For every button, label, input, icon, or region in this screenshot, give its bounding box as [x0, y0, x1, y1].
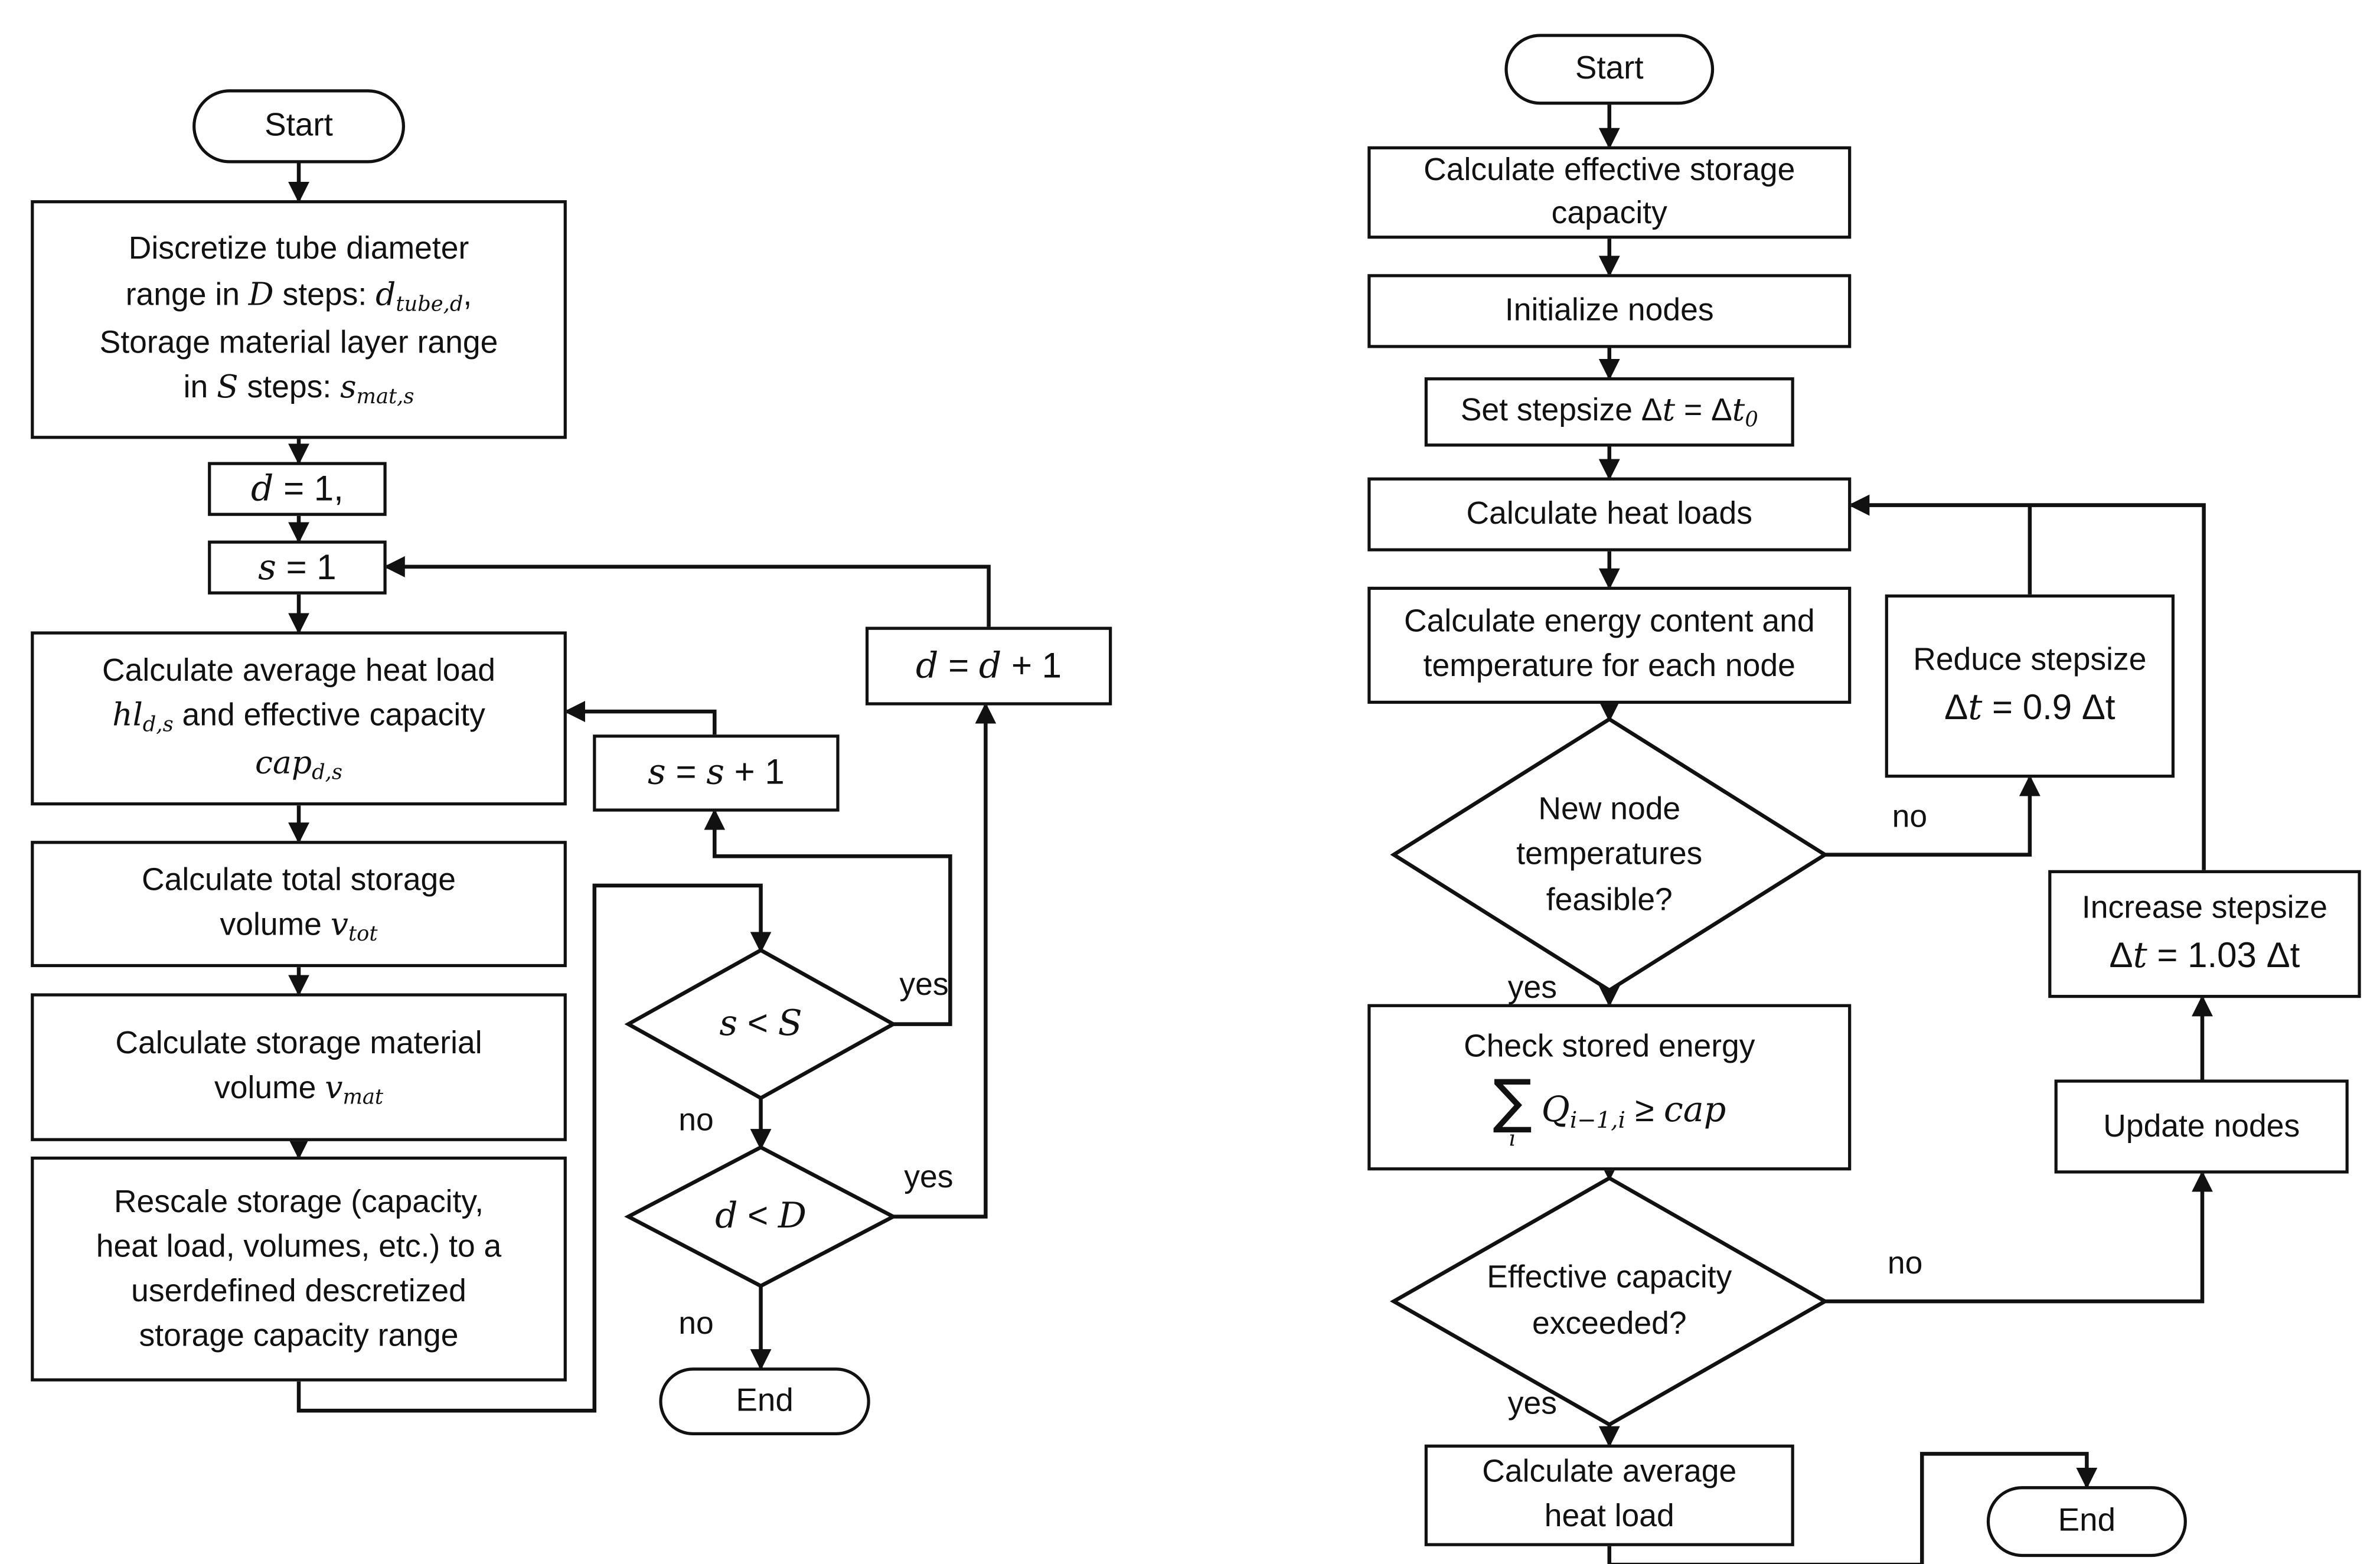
left-d-plus-box: d = d + 1: [865, 626, 1112, 706]
box-line: Calculate average heat load: [102, 652, 495, 688]
right-check-energy-box: Check stored energy ∑ i Qi−1,i ≥ cap: [1367, 1004, 1852, 1171]
box-line: hld,s and effective capacity: [112, 696, 485, 738]
box-line: range in D steps: dtube,d,: [125, 275, 472, 316]
left-discretize-box: Discretize tube diameter range in D step…: [31, 200, 567, 439]
sigma-glyph: ∑: [1493, 1066, 1533, 1135]
box-line: Δt = 1.03 Δt: [2109, 935, 2300, 977]
edge-rescale-to-decs: [296, 883, 772, 1413]
right-start-terminal: Start: [1504, 34, 1715, 105]
edge-splus-to-calcavg: [564, 701, 717, 735]
box-line: volume vtot: [220, 905, 378, 947]
box-line: s = s + 1: [647, 752, 785, 794]
box-line: Calculate storage material: [115, 1026, 482, 1062]
box-line: Initialize nodes: [1504, 293, 1714, 329]
edge-label-feasible-no: no: [1892, 799, 1928, 835]
box-line: volume vmat: [214, 1069, 384, 1111]
box-line: Calculate total storage: [141, 862, 456, 898]
left-calc-avg-box: Calculate average heat load hld,s and ef…: [31, 631, 567, 806]
formula-rest: Qi−1,i ≥ cap: [1541, 1090, 1726, 1134]
box-line: temperature for each node: [1423, 648, 1795, 684]
edge-feasible-no-to-reduce: [1824, 775, 2041, 857]
box-line: Increase stepsize: [2081, 890, 2327, 926]
box-line: Calculate average: [1482, 1454, 1737, 1490]
box-line: heat load, volumes, etc.) to a: [96, 1229, 502, 1265]
right-stepsize-box: Set stepsize Δt = Δt0: [1424, 377, 1794, 447]
box-line: d = 1,: [250, 468, 344, 510]
left-d-init-box: d = 1,: [208, 462, 387, 516]
edge-decd-yes-to-dplus: [893, 702, 997, 1219]
left-start-terminal: Start: [192, 89, 406, 164]
right-end-label: End: [2058, 1503, 2116, 1539]
decision-exceeded-shape: [1390, 1176, 1829, 1427]
box-line: Calculate effective storage: [1424, 153, 1795, 189]
edge-label-feasible-yes: yes: [1507, 970, 1557, 1006]
decision-d-less-D-shape: [624, 1145, 897, 1288]
box-line: Calculate heat loads: [1466, 497, 1753, 533]
box-line: heat load: [1544, 1498, 1674, 1534]
edge-label-s-yes: yes: [899, 967, 949, 1003]
right-reduce-stepsize-box: Reduce stepsize Δt = 0.9 Δt: [1885, 594, 2175, 778]
box-line: Reduce stepsize: [1913, 642, 2147, 678]
box-line: d = d + 1: [916, 645, 1062, 687]
box-line: Storage material layer range: [99, 324, 498, 360]
edge-decs-yes-to-splus: [704, 808, 952, 1026]
right-capacity-box: Calculate effective storage capacity: [1367, 146, 1852, 239]
box-line: Set stepsize Δt = Δt0: [1460, 391, 1758, 433]
right-end-terminal: End: [1986, 1486, 2187, 1558]
summation-symbol: ∑ i: [1493, 1066, 1533, 1152]
left-calc-total-box: Calculate total storage volume vtot: [31, 841, 567, 968]
box-line: Update nodes: [2103, 1108, 2300, 1144]
box-line: Δt = 0.9 Δt: [1944, 687, 2115, 729]
sigma-index: i: [1509, 1127, 1516, 1152]
box-line: userdefined descretized: [131, 1274, 466, 1310]
left-end-terminal: End: [659, 1367, 870, 1436]
box-line: Discretize tube diameter: [128, 231, 469, 267]
right-start-label: Start: [1575, 51, 1644, 87]
box-line: s = 1: [258, 546, 337, 588]
edge-label-s-no: no: [678, 1102, 714, 1138]
box-line: storage capacity range: [139, 1318, 459, 1354]
right-initialize-box: Initialize nodes: [1367, 274, 1852, 348]
box-line: capd,s: [255, 743, 343, 785]
box-line: Check stored energy: [1464, 1029, 1755, 1065]
edge-exceeded-no-to-update: [1824, 1170, 2213, 1304]
right-increase-stepsize-box: Increase stepsize Δt = 1.03 Δt: [2048, 870, 2361, 998]
box-line: in S steps: smat,s: [183, 367, 414, 409]
decision-s-less-S-shape: [624, 948, 897, 1101]
box-line: Calculate energy content and: [1403, 604, 1815, 640]
edge-increase-to-heat: [1848, 494, 2206, 870]
edge-label-exceeded-no: no: [1887, 1246, 1923, 1282]
left-s-init-box: s = 1: [208, 540, 387, 595]
right-heat-loads-box: Calculate heat loads: [1367, 477, 1852, 551]
check-energy-formula: ∑ i Qi−1,i ≥ cap: [1493, 1066, 1726, 1152]
right-energy-box: Calculate energy content and temperature…: [1367, 586, 1852, 704]
edge-label-d-yes: yes: [904, 1160, 954, 1196]
left-end-label: End: [736, 1383, 794, 1419]
decision-feasible-shape: [1390, 717, 1829, 993]
right-calc-avg-heat-box: Calculate average heat load: [1424, 1444, 1794, 1546]
box-line: Rescale storage (capacity,: [113, 1184, 484, 1220]
left-calc-material-box: Calculate storage material volume vmat: [31, 993, 567, 1141]
box-line: capacity: [1551, 195, 1667, 231]
edge-avg-to-end2: [1607, 1452, 2098, 1564]
left-rescale-box: Rescale storage (capacity, heat load, vo…: [31, 1156, 567, 1382]
right-update-nodes-box: Update nodes: [2054, 1079, 2349, 1174]
edge-dplus-to-sinit: [383, 556, 991, 627]
edge-label-exceeded-yes: yes: [1507, 1386, 1557, 1422]
edge-label-d-no: no: [678, 1305, 714, 1341]
left-start-label: Start: [265, 107, 333, 143]
left-s-plus-box: s = s + 1: [593, 734, 840, 812]
